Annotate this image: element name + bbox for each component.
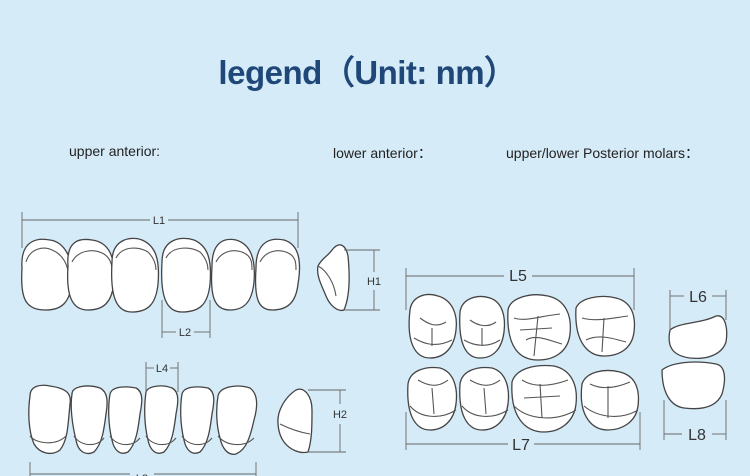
dimension-l2: L2 [161,300,211,339]
upper-anterior-teeth [20,237,301,313]
dim-label-l7: L7 [512,437,530,454]
tooth [277,388,313,454]
tooth [668,315,728,360]
dimension-l3: L3 [29,462,257,476]
tooth [28,384,71,455]
tooth [180,386,215,454]
dim-label-l3: L3 [136,473,148,476]
tooth [408,293,458,359]
tooth [66,238,115,311]
dim-label-l8: L8 [688,427,706,444]
lower-posterior-molars [407,364,640,433]
tooth [70,385,108,455]
tooth [254,238,301,311]
dim-label-h2: H2 [333,409,347,421]
dim-label-l5: L5 [509,268,527,285]
tooth [459,295,506,359]
dim-label-l1: L1 [153,215,165,227]
dimension-l1: L1 [21,212,299,248]
upper-anterior-label: upper anterior: [69,143,161,159]
molar-side-view: L6 L8 [661,289,728,444]
dim-label-l4: L4 [156,363,168,375]
tooth [144,385,179,454]
dim-label-l6: L6 [689,289,707,306]
page-title: legend（Unit: nm） [218,54,517,91]
lower-side-view: H2 [277,388,347,454]
tooth [110,237,160,313]
tooth [459,366,510,431]
tooth [580,369,640,431]
tooth [511,364,578,433]
dimension-l5: L5 [405,268,635,310]
tooth [507,294,572,361]
dim-label-l2: L2 [179,327,191,339]
tooth [661,361,726,410]
tooth [108,386,143,454]
posterior-molars-label: upper/lower Posterior molars： [506,145,699,161]
upper-posterior-molars [408,293,636,361]
tooth [210,238,256,311]
tooth [575,295,636,357]
upper-side-view: H1 [316,244,381,312]
lower-anterior-label: lower anterior： [333,145,432,161]
tooth [407,366,458,431]
dimension-l7: L7 [405,412,641,454]
tooth [20,238,73,311]
lower-anterior-teeth [28,384,258,455]
tooth [160,237,212,313]
dim-label-h1: H1 [367,276,381,288]
dimension-l4: L4 [145,362,179,392]
tooth [316,244,350,312]
